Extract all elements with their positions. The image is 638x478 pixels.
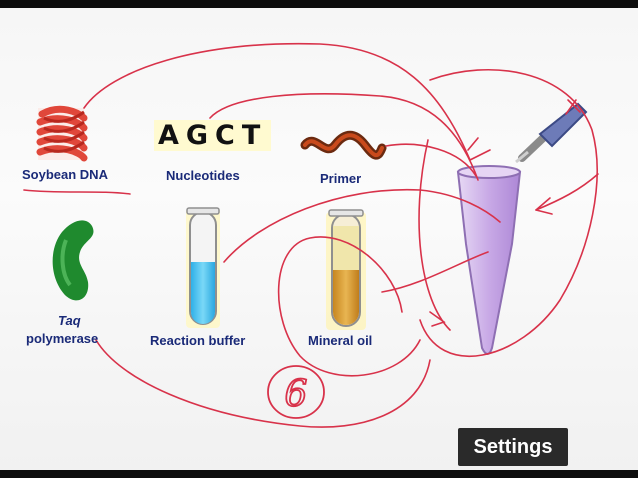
nucleotides-sequence: AGCT: [154, 120, 272, 151]
label-taq: Taq: [58, 313, 81, 328]
taq-polymerase-blob-icon: [52, 220, 94, 301]
handwritten-annotations: [23, 42, 599, 428]
settings-button[interactable]: Settings: [458, 428, 568, 466]
label-nucleotides: Nucleotides: [166, 168, 240, 183]
primer-squiggle-icon: [300, 130, 387, 160]
label-reaction-buffer: Reaction buffer: [150, 333, 246, 348]
handwritten-number: 6: [285, 374, 308, 415]
screen-frame-top: [0, 0, 638, 8]
screen-frame-bottom: [0, 470, 638, 478]
slide-screen: [0, 8, 638, 470]
label-soybean-dna: Soybean DNA: [22, 167, 108, 182]
mineral-oil-tube-icon: [326, 209, 366, 330]
dna-helix-icon: [36, 105, 88, 162]
label-primer: Primer: [320, 171, 362, 186]
label-mineral-oil: Mineral oil: [308, 333, 373, 348]
pipette-icon: [515, 102, 588, 164]
reaction-buffer-tube-icon: [186, 207, 220, 328]
handwritten-circle: [267, 365, 325, 419]
label-polymerase: polymerase: [26, 331, 99, 346]
